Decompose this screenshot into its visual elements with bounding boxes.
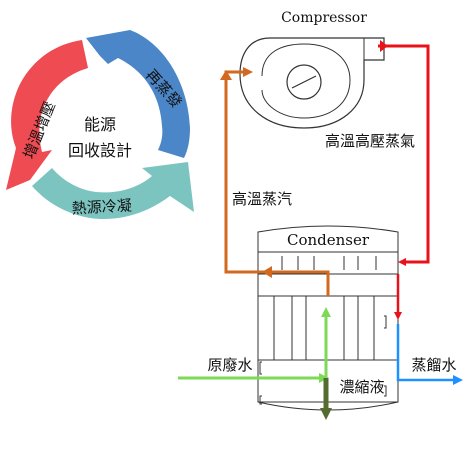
steam-up-arrow [220,70,232,80]
distilled-water-line [396,324,463,385]
compressor-outlet-arrow [380,40,388,52]
label-high-temp-steam: 高溫蒸汽 [232,190,292,208]
compressor-inner-scroll [261,43,351,119]
cycle-arc-reevaporation [86,30,190,158]
energy-cycle-diagram: 能源 回收設計 再蒸發 熱源冷凝 增溫增壓 [6,30,194,220]
steam-return-line [224,67,330,296]
condenser-tubes [258,295,398,361]
label-concentrate: 濃縮液 [339,378,384,396]
compressor: Compressor [239,10,385,129]
cycle-arc-heating-pressurizing [6,40,88,190]
cycle-label-condensation: 熱源冷凝 [71,196,132,217]
cycle-center-text-line2: 回收設計 [68,141,132,160]
label-raw-wastewater: 原廢水 [207,356,252,374]
compressor-impeller-bar [291,75,317,89]
condenser-side-brackets [259,315,387,405]
condenser-top-dome [257,225,399,252]
cycle-center-text-line1: 能源 [84,115,116,134]
condenser-label: Condenser [287,231,370,249]
condenser-tube-markers [281,256,377,270]
label-high-temp-high-pressure-steam: 高溫高壓蒸氣 [325,132,415,150]
label-distilled-water: 蒸餾水 [411,356,456,374]
compressor-label: Compressor [281,10,367,26]
cycle-arc-condensation [32,162,194,220]
steam-left-arrow [262,266,272,278]
hot-vapor-line [378,44,430,266]
